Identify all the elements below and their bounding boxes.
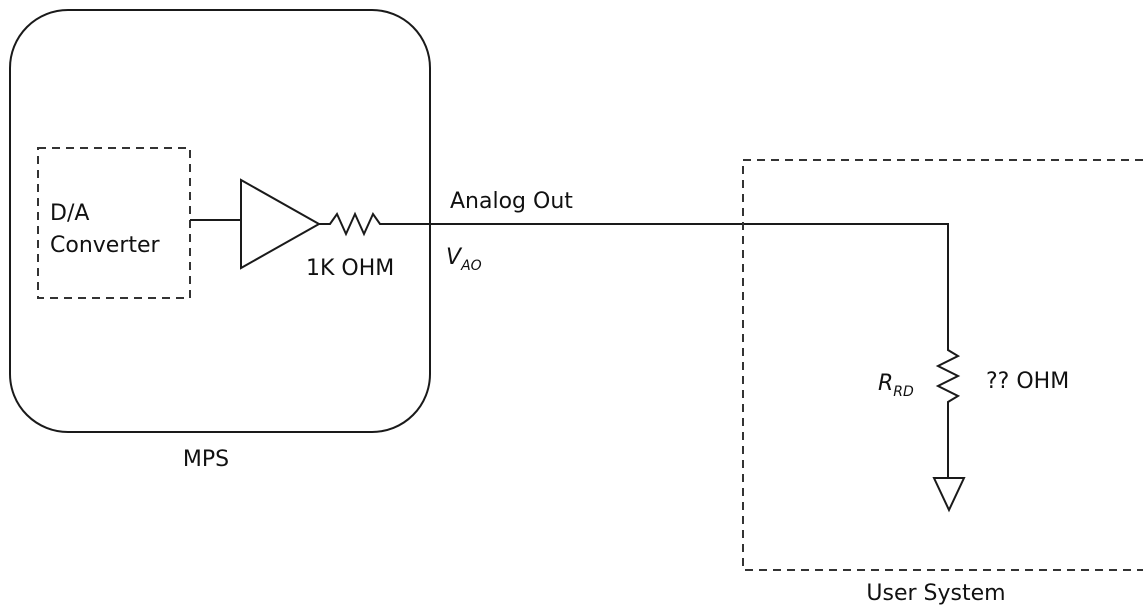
amplifier-symbol (240, 178, 322, 270)
user-system-label: User System (866, 581, 1005, 606)
user-system-enclosure (742, 159, 1143, 571)
mps-enclosure (9, 9, 431, 433)
load-resistor-label: RRD (878, 371, 914, 400)
dac-label-line2: Converter (50, 233, 161, 258)
ground-icon (932, 477, 966, 513)
dac-label-line1: D/A (50, 201, 89, 226)
voltage-symbol: V (446, 245, 463, 270)
analog-out-label: Analog Out (450, 189, 573, 214)
series-resistor-symbol (319, 211, 386, 237)
voltage-label: VAO (446, 245, 482, 274)
analog-out-wire (386, 223, 949, 344)
voltage-subscript: AO (460, 258, 482, 274)
load-resistor-symbol-text: R (878, 371, 893, 396)
mps-label: MPS (183, 447, 229, 472)
dac-block (37, 147, 191, 299)
load-resistor-symbol (935, 344, 961, 478)
series-resistor-label: 1K OHM (306, 256, 394, 281)
load-resistor-value: ?? OHM (986, 369, 1069, 394)
load-resistor-subscript: RD (893, 384, 914, 400)
